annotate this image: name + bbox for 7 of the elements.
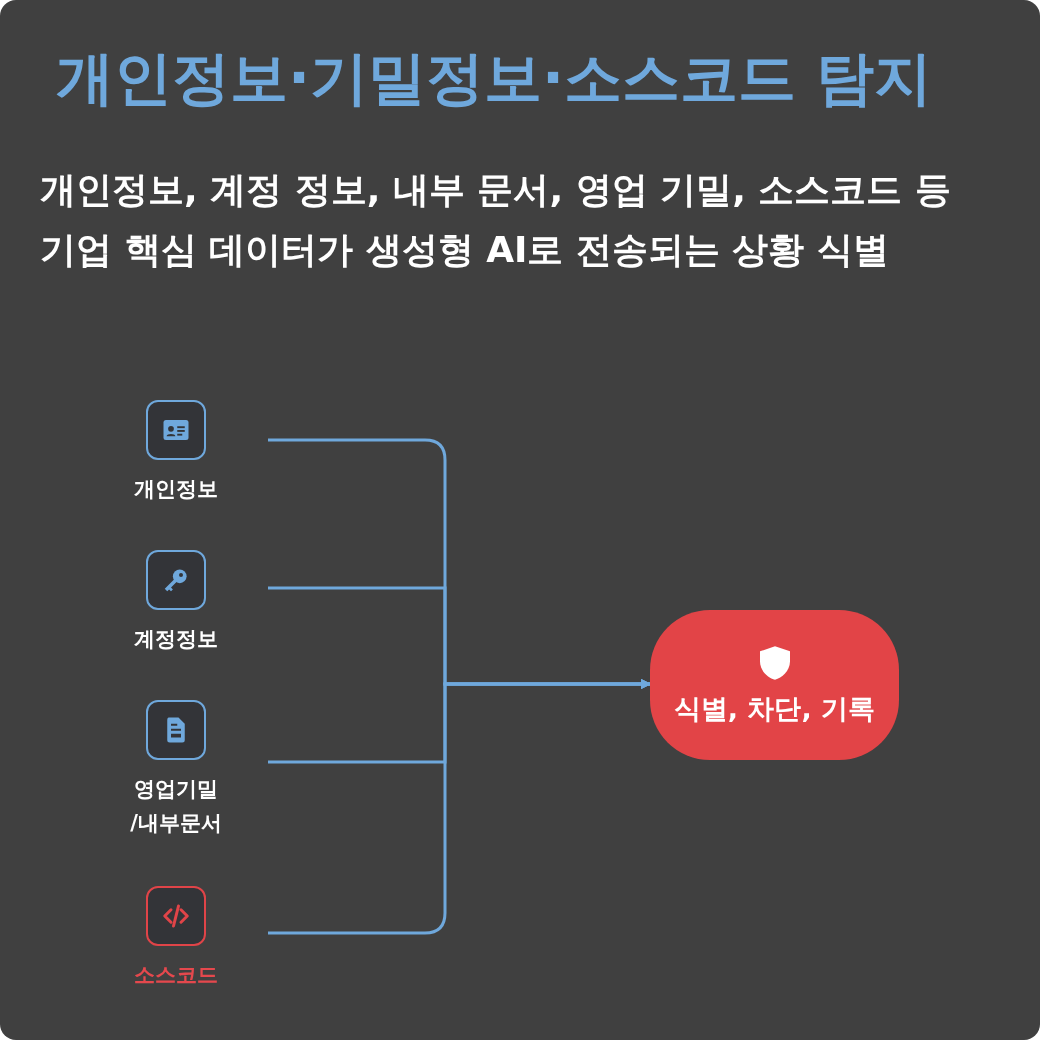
node-label: 계정정보 [134, 626, 218, 653]
node-label: 개인정보 [134, 476, 218, 503]
node-label: 소스코드 [134, 962, 218, 989]
node-label: 영업기밀 /내부문서 [129, 776, 223, 837]
description-text: 개인정보, 계정 정보, 내부 문서, 영업 기밀, 소스코드 등 기업 핵심 데이터가 생성형 AI로 전송되는 상황 식별 [40, 168, 952, 272]
title: 개인정보·기밀정보·소스코드 탐지 [56, 43, 933, 114]
pill-label: 식별, 차단, 기록 [673, 692, 876, 726]
